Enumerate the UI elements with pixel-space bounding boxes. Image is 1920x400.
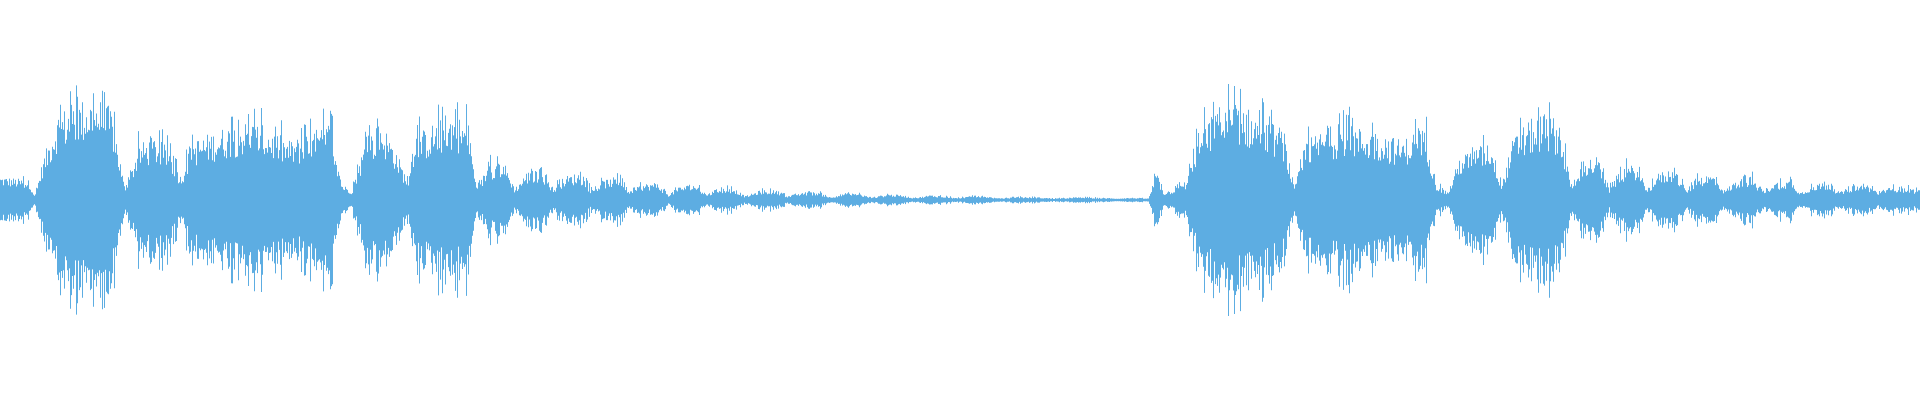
- waveform-samples: [0, 84, 1920, 316]
